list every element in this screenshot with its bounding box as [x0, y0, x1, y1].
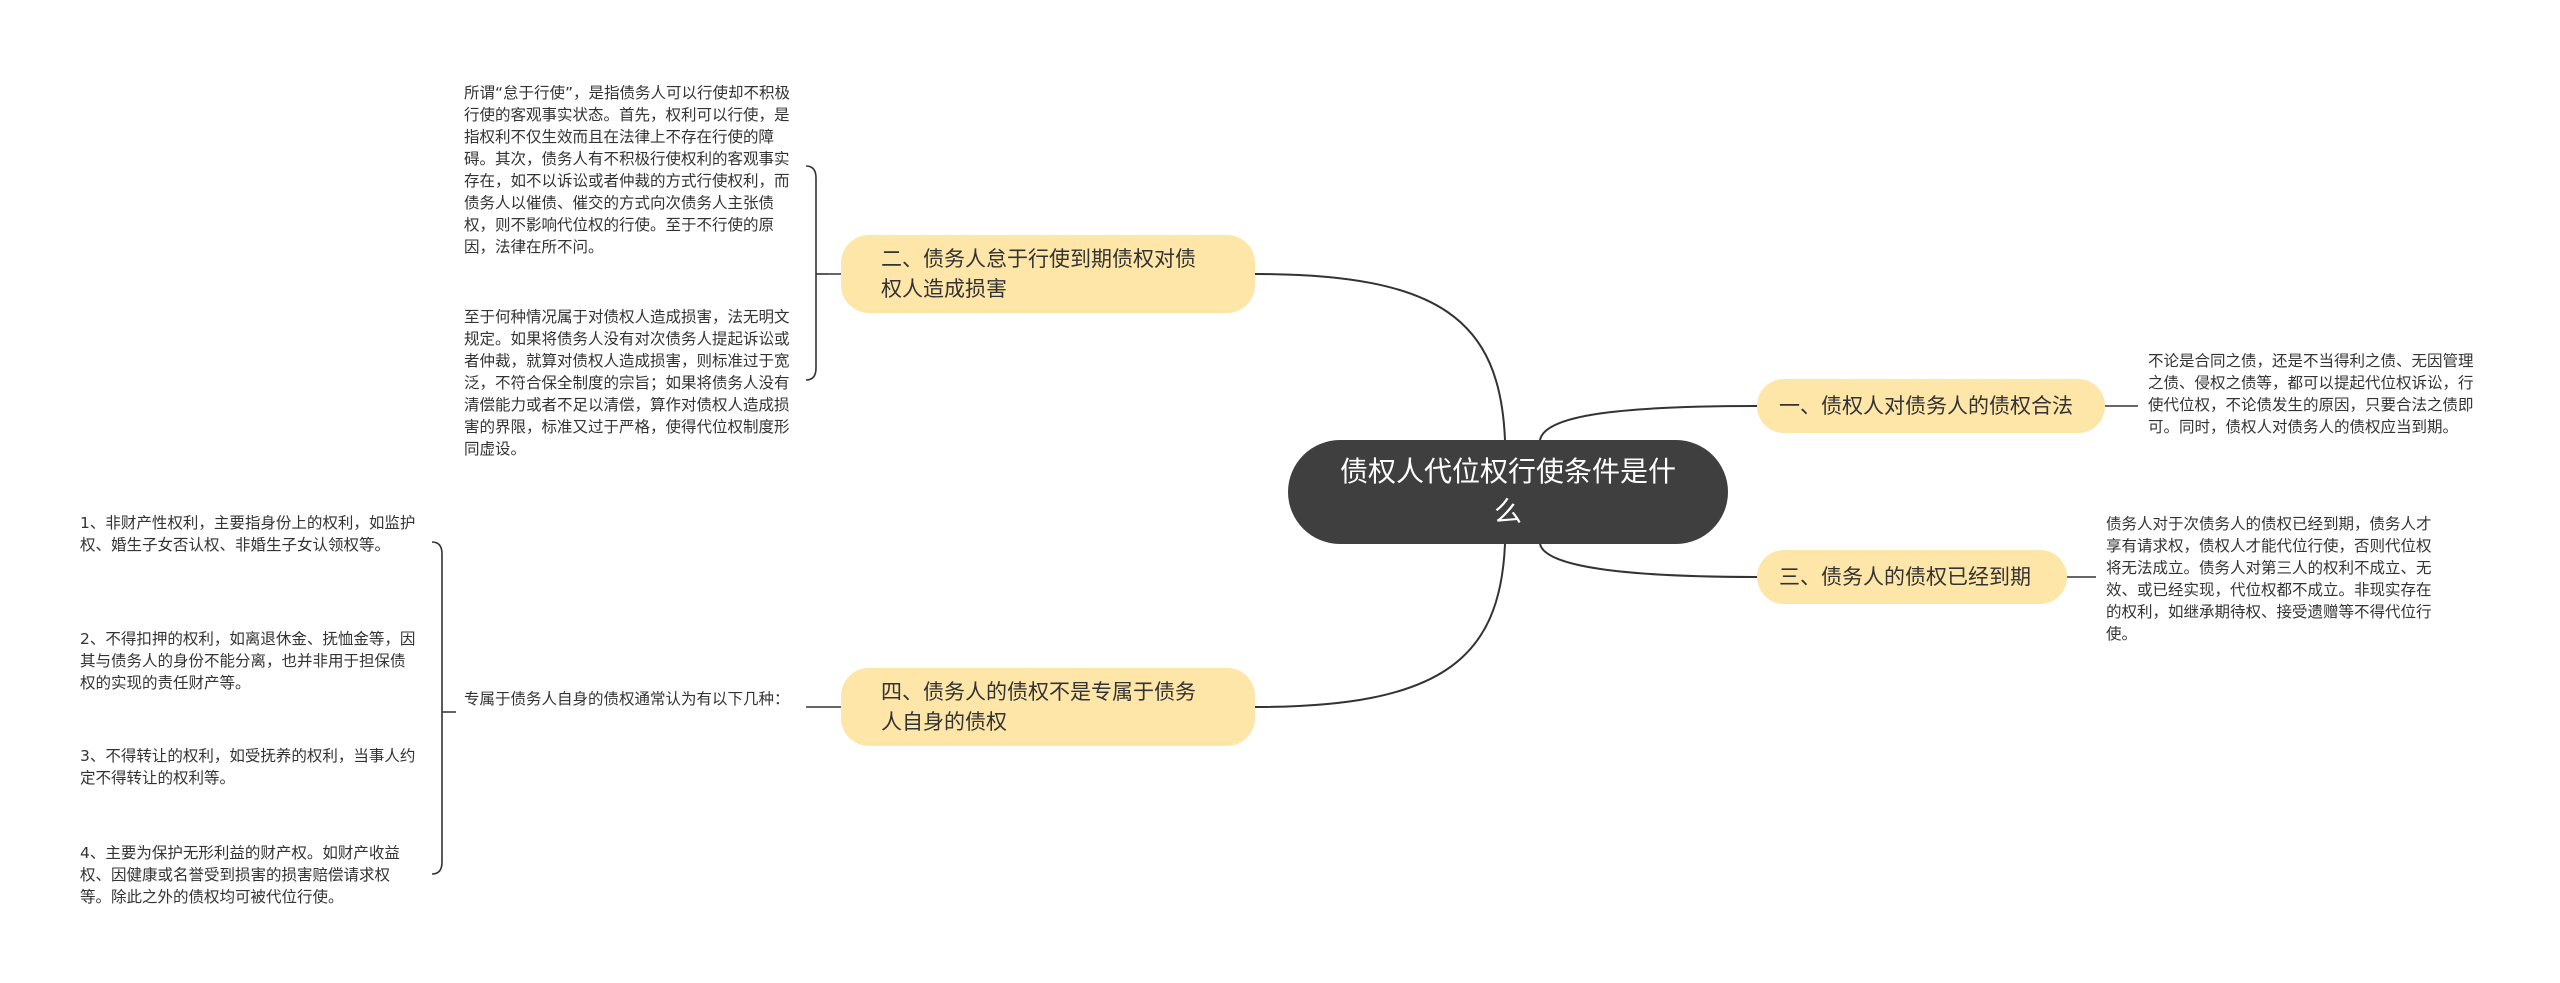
- leaf-node-1-1: 不论是合同之债，还是不当得利之债、无因管理之债、侵权之债等，都可以提起代位权诉讼…: [2148, 352, 2474, 436]
- leaf-node-2-2: 至于何种情况属于对债权人造成损害，法无明文规定。如果将债务人没有对次债务人提起诉…: [464, 308, 790, 458]
- branch-node-1-label: 一、债权人对债务人的债权合法: [1779, 394, 2073, 418]
- link-root-b4: [1254, 543, 1506, 708]
- branch-node-3-label: 三、债务人的债权已经到期: [1779, 565, 2031, 589]
- link-root-b1: [1539, 405, 1758, 441]
- leaf-node-4-1: 专属于债务人自身的债权通常认为有以下几种：: [464, 690, 790, 708]
- sub-leaf-node-4-3: 3、不得转让的权利，如受抚养的权利，当事人约定不得转让的权利等。: [80, 747, 416, 787]
- branch-node-4-label: 四、债务人的债权不是专属于债务人自身的债权: [881, 680, 1196, 734]
- root-node[interactable]: 债权人代位权行使条件是什么: [1288, 440, 1728, 544]
- bracket-b4-sub: [431, 541, 456, 875]
- sub-leaf-node-4-2: 2、不得扣押的权利，如离退休金、抚恤金等，因其与债务人的身份不能分离，也并非用于…: [80, 630, 416, 692]
- branch-node-2-label: 二、债务人怠于行使到期债权对债权人造成损害: [881, 247, 1196, 301]
- link-root-b3: [1539, 543, 1758, 578]
- branch-node-4[interactable]: 四、债务人的债权不是专属于债务人自身的债权: [841, 668, 1255, 746]
- link-root-b2: [1254, 273, 1506, 441]
- sub-leaf-node-4-1: 1、非财产性权利，主要指身份上的权利，如监护权、婚生子女否认权、非婚生子女认领权…: [80, 514, 416, 554]
- branch-node-1[interactable]: 一、债权人对债务人的债权合法: [1757, 379, 2105, 433]
- branch-node-2[interactable]: 二、债务人怠于行使到期债权对债权人造成损害: [841, 235, 1255, 313]
- sub-leaf-node-4-4: 4、主要为保护无形利益的财产权。如财产收益权、因健康或名誉受到损害的损害赔偿请求…: [80, 844, 400, 906]
- leaf-node-2-1: 所谓“怠于行使”，是指债务人可以行使却不积极行使的客观事实状态。首先，权利可以行…: [464, 84, 791, 256]
- branch-node-3[interactable]: 三、债务人的债权已经到期: [1757, 550, 2067, 604]
- bracket-b2: [805, 165, 841, 381]
- leaf-node-3-1: 债务人对于次债务人的债权已经到期，债务人才享有请求权，债权人才能代位行使，否则代…: [2106, 515, 2432, 643]
- root-node-label: 债权人代位权行使条件是什么: [1339, 455, 1676, 528]
